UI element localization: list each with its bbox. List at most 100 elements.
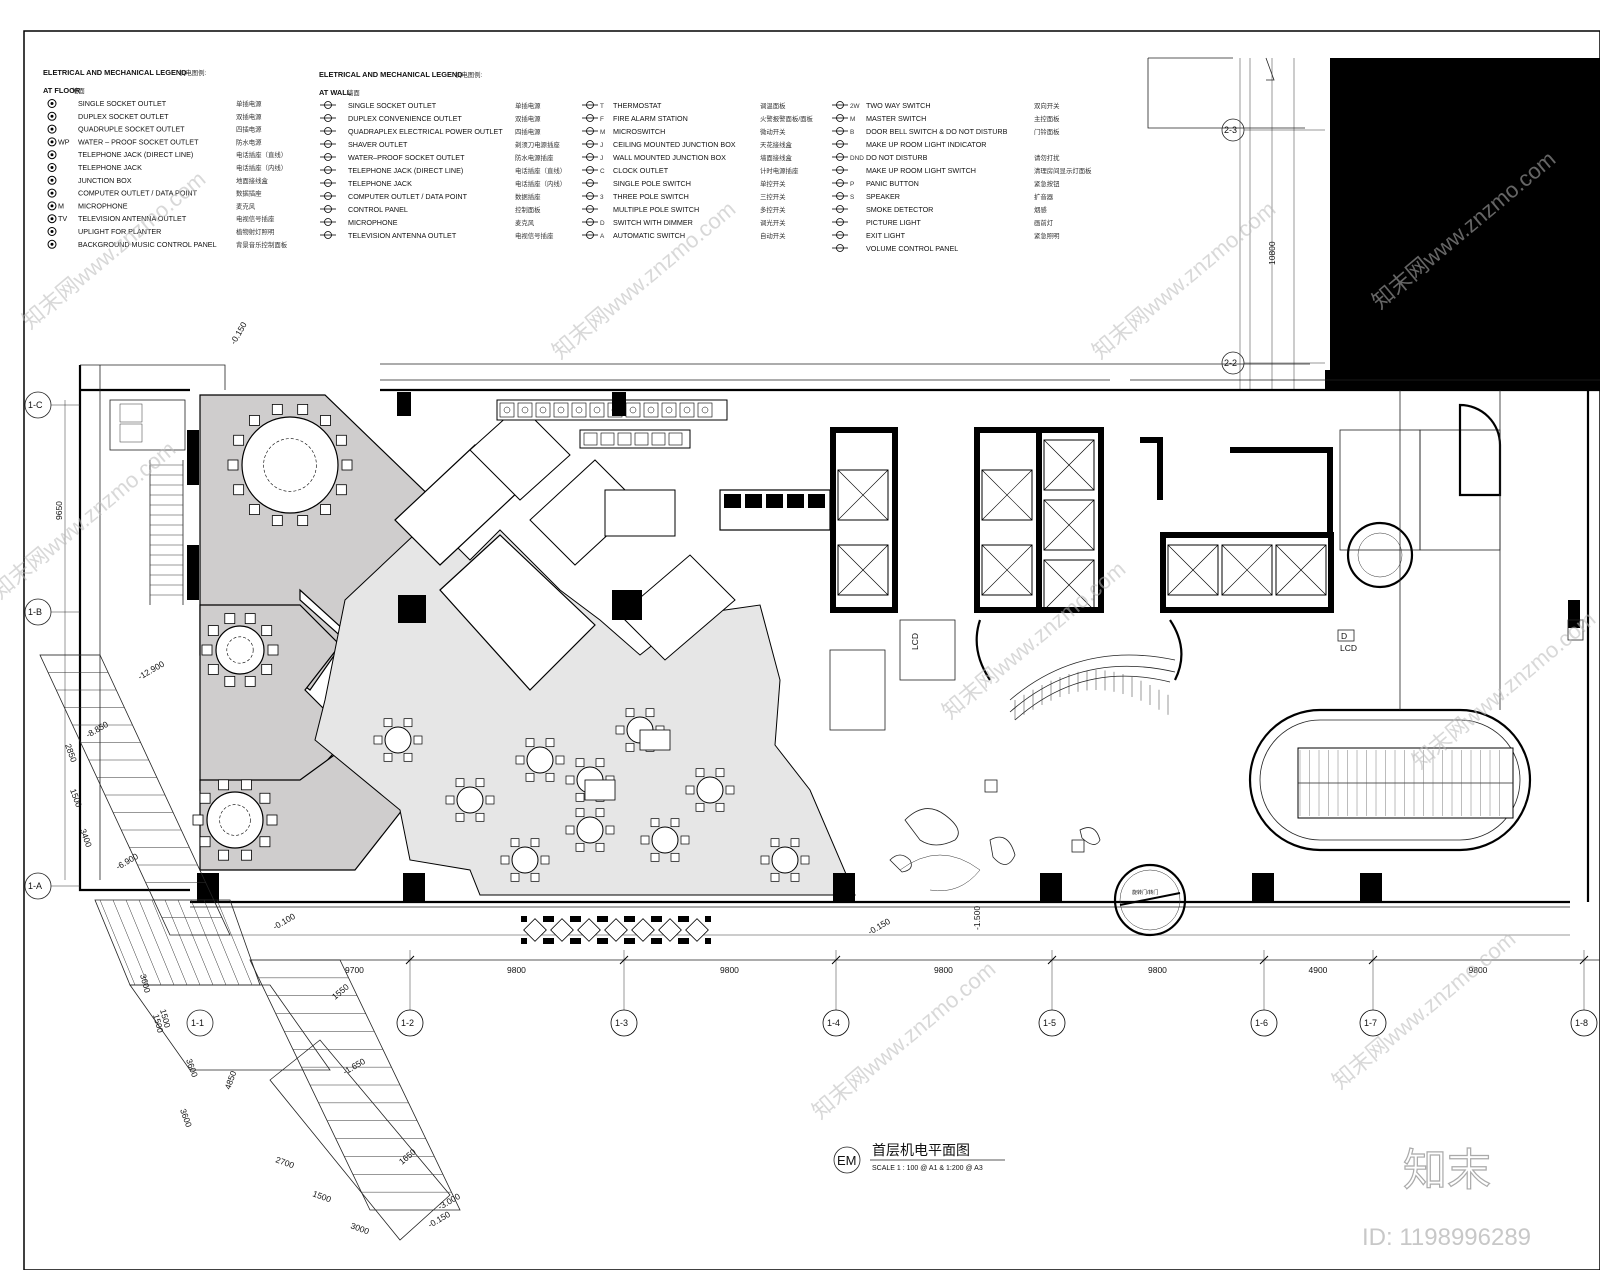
legend-wall-item-cn: 清理房间显示灯面板 [1034,166,1092,175]
dining-table [515,738,565,782]
legend-wall-item-cn: 紧急按钮 [1034,179,1060,188]
wall-symbol-code: T [600,103,604,110]
wall-symbol-code: S [850,194,854,201]
terrace-table [656,916,684,944]
grid-label-2-3: 2-3 [1224,125,1237,135]
lift-car [1275,544,1327,596]
legend-floor-code: TV [58,214,67,223]
wall-symbol-icon [320,127,336,135]
level-tag-3: -8.850 [84,719,110,740]
legend-wall-item-cn: 数据插座 [515,192,541,201]
wall-symbol-code: M [600,129,605,136]
legend-floor-item-cn: 单插电源 [236,99,262,108]
wall-symbol-icon: D [582,218,605,227]
dim-2850: 2850 [63,742,79,763]
legend-wall-item: SWITCH WITH DIMMER [613,218,693,227]
grid-label-1-1: 1-1 [191,1018,204,1028]
level-tag-4: -6.900 [114,851,140,872]
legend-wall-item-cn: 天花接线盒 [760,140,793,149]
wall-symbol-icon [320,114,336,122]
legend-wall-sub-cn: 墙面 [347,88,360,97]
legend-wall-item-cn: 火警报警面板/面板 [760,114,814,123]
legend-wall-item: COMPUTER OUTLET / DATA POINT [348,192,468,201]
lcd-label-2: LCD [1340,643,1357,653]
level-tag-2: -12.900 [136,659,166,682]
legend-floor-item: UPLIGHT FOR PLANTER [78,227,161,236]
wall-symbol-icon [582,205,598,213]
legend-wall-item-cn: 剃须刀电源插座 [515,140,560,149]
legend-wall-item: PICTURE LIGHT [866,218,921,227]
dining-table [373,718,423,762]
legend-floor-item: SINGLE SOCKET OUTLET [78,99,167,108]
legend-wall-item: SINGLE POLE SWITCH [613,179,691,188]
legend-wall-item: AUTOMATIC SWITCH [613,231,685,240]
legend-wall-item-cn: 紧急照明 [1034,231,1060,240]
legend-floor-item: QUADRUPLE SOCKET OUTLET [78,125,185,134]
legend-floor-item: TELEPHONE JACK [78,163,142,172]
wall-symbol-code: M [850,116,855,123]
curved-entrance-steps [975,619,1183,721]
wall-symbol-icon: J [582,153,603,162]
west-staircase [39,399,461,1241]
wall-symbol-code: D [600,220,605,227]
legend-wall-item-cn: 墙面接线盒 [760,153,793,162]
watermark-text: 知末网www.znzmo.com [0,436,180,604]
grid-label-2-2: 2-2 [1224,358,1237,368]
legend-floor-item: DUPLEX SOCKET OUTLET [78,112,169,121]
wall-symbol-code: C [600,168,605,175]
wall-symbol-icon: J [582,140,603,149]
terrace-table [521,916,549,944]
lift-car [837,544,889,596]
building-outline [78,363,1600,936]
legend-wall-item: DOOR BELL SWITCH & DO NOT DISTURB [866,127,1008,136]
round-table [227,404,353,526]
legend-wall-item: MICROPHONE [348,218,398,227]
legend-wall-item: CEILING MOUNTED JUNCTION BOX [613,140,736,149]
lobby-planters [889,779,1101,892]
legend-floor-item-cn: 电话插座（内线） [236,163,287,172]
legend-floor-item-cn: 植物射灯照明 [236,227,274,236]
dim-3600-a: 3600 [138,973,153,994]
level-tag-9: -1.650 [341,1056,367,1077]
dim-vertical-10800: 10800 [1267,241,1277,265]
legend-floor-item: COMPUTER OUTLET / DATA POINT [78,189,198,198]
legend-wall-item: DUPLEX CONVENIENCE OUTLET [348,114,462,123]
dim-9650: 9650 [54,501,64,520]
legend-wall-item: MULTIPLE POLE SWITCH [613,205,699,214]
grid-span-dim: 9800 [507,965,526,975]
wall-symbol-icon: A [582,231,605,240]
terrace-seating [521,916,711,944]
legend-wall-item: DO NOT DISTURB [866,153,928,162]
dim-3600-c: 3600 [178,1107,194,1128]
terrace-table [683,916,711,944]
watermark-text: 知末网www.znzmo.com [937,556,1130,724]
legend-wall-item: WATER–PROOF SOCKET OUTLET [348,153,465,162]
level-tag-5: -0.100 [271,911,297,932]
data-icon [47,188,57,198]
service-core: LCD D LCD [829,403,1584,731]
wall-symbol-icon [832,166,848,174]
junction-icon [47,175,57,185]
legend-wall-item: MAKE UP ROOM LIGHT INDICATOR [866,140,986,149]
wall-symbol-icon [320,192,336,200]
legend-floor-sub-cn: 地面 [72,86,85,95]
dining-tables [192,404,810,882]
dining-table [500,838,550,882]
dim-1500-c: 1500 [158,1008,173,1029]
legend-wall-item: MAKE UP ROOM LIGHT SWITCH [866,166,976,175]
lift-car [1043,559,1095,611]
lift-car [981,544,1033,596]
lounge-table [639,729,671,751]
drawing-title: EM 首层机电平面图 SCALE 1 : 100 @ A1 & 1:200 @ … [833,1142,1005,1174]
escalator [1248,390,1532,852]
wall-symbol-icon: M [582,127,605,136]
legend-wall-item-cn: 调光开关 [760,218,786,227]
legend-floor-item: MICROPHONE [78,201,128,210]
watermark-text: 知末网www.znzmo.com [1327,926,1520,1094]
wall-symbol-icon [832,244,848,252]
legend-wall-item-cn: 单控开关 [760,179,786,188]
legend-wall-item: VOLUME CONTROL PANEL [866,244,958,253]
legend-wall-heading-cn: 机电图例: [455,70,483,79]
legend-wall-item-cn: 控制面板 [515,205,541,214]
